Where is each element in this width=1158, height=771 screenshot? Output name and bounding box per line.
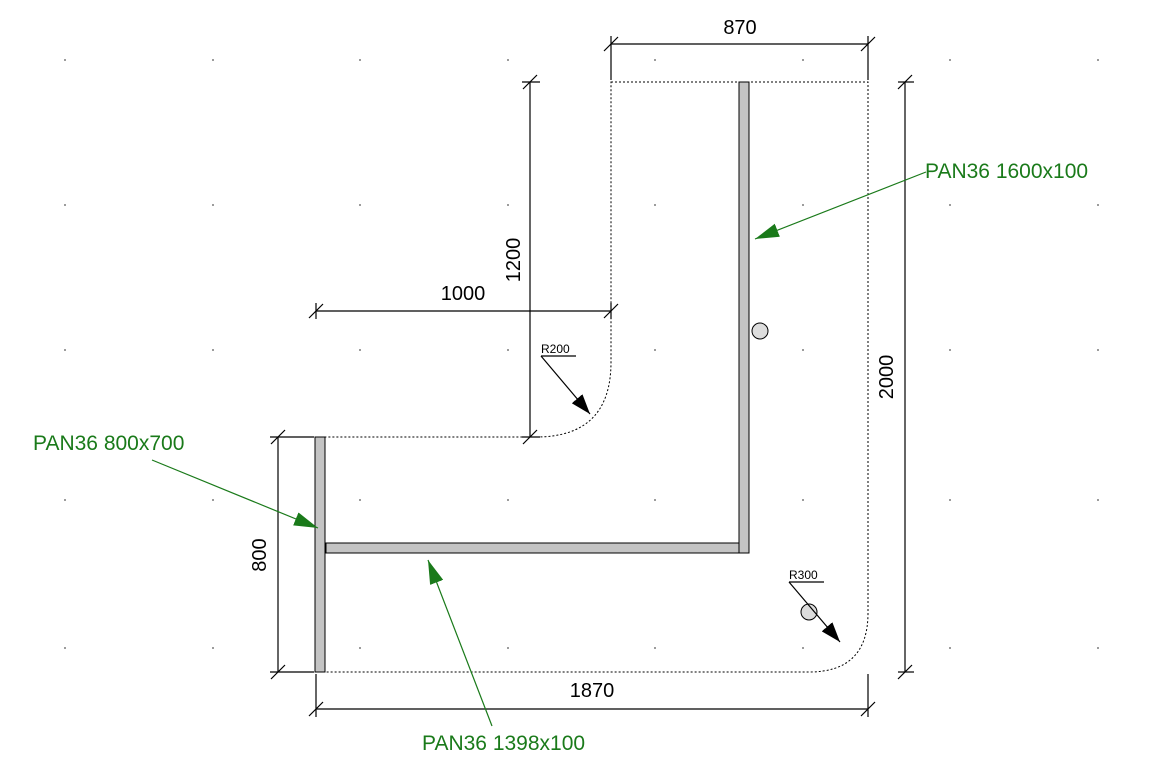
panel-left-end bbox=[314, 436, 326, 673]
grid-dot bbox=[654, 499, 656, 501]
grid-dot bbox=[507, 59, 509, 61]
radius-inner-callout: R200 bbox=[540, 342, 591, 415]
grid-dot bbox=[654, 349, 656, 351]
desk-outline bbox=[315, 81, 869, 673]
grid-dot bbox=[359, 349, 361, 351]
grid-dot bbox=[64, 59, 66, 61]
grid-dot bbox=[212, 349, 214, 351]
grid-dot bbox=[802, 59, 804, 61]
radius-outer-callout: R300 bbox=[788, 568, 841, 643]
label-panel-left-end: PAN36 800x700 bbox=[33, 432, 319, 529]
dimension-bottom-width: 1870 bbox=[308, 674, 876, 717]
grid-dot bbox=[802, 499, 804, 501]
grid-dot bbox=[949, 59, 951, 61]
grid-dot bbox=[949, 647, 951, 649]
grid-dot bbox=[64, 204, 66, 206]
dimension-top-width: 870 bbox=[603, 17, 876, 80]
grid-dot bbox=[212, 59, 214, 61]
dimension-upper-height-label: 1200 bbox=[503, 238, 525, 283]
dimension-left-height: 800 bbox=[249, 429, 314, 680]
grid-dot bbox=[949, 349, 951, 351]
background-grid bbox=[64, 59, 1099, 649]
grid-dot bbox=[212, 647, 214, 649]
grid-dot bbox=[64, 349, 66, 351]
grid-dot bbox=[1097, 647, 1099, 649]
panel-vertical-right bbox=[738, 81, 750, 554]
panel-horizontal bbox=[325, 542, 740, 554]
dimension-total-height: 2000 bbox=[876, 74, 914, 680]
dimension-left-height-label: 800 bbox=[249, 538, 271, 571]
grommet-lower bbox=[800, 603, 818, 621]
label-panel-horizontal-text: PAN36 1398x100 bbox=[422, 732, 585, 755]
grid-dot bbox=[507, 349, 509, 351]
grid-dot bbox=[507, 647, 509, 649]
grid-dot bbox=[654, 647, 656, 649]
grid-dot bbox=[1097, 204, 1099, 206]
label-panel-horizontal: PAN36 1398x100 bbox=[422, 559, 585, 755]
dimension-bottom-width-label: 1870 bbox=[570, 680, 615, 702]
grid-dot bbox=[359, 204, 361, 206]
grid-dot bbox=[359, 499, 361, 501]
grid-dot bbox=[1097, 59, 1099, 61]
grid-dot bbox=[802, 349, 804, 351]
grid-dot bbox=[64, 499, 66, 501]
grid-dot bbox=[359, 647, 361, 649]
grid-dot bbox=[802, 204, 804, 206]
grid-dot bbox=[359, 59, 361, 61]
radius-outer-label: R300 bbox=[789, 568, 818, 582]
grid-dot bbox=[654, 204, 656, 206]
grid-dot bbox=[212, 204, 214, 206]
dimension-upper-height: 1200 bbox=[503, 74, 540, 445]
grid-dot bbox=[507, 499, 509, 501]
grid-dot bbox=[949, 499, 951, 501]
label-panel-vertical-right: PAN36 1600x100 bbox=[754, 160, 1088, 240]
grid-dot bbox=[1097, 349, 1099, 351]
grommet-upper bbox=[751, 322, 769, 340]
radius-inner-label: R200 bbox=[541, 342, 570, 356]
grid-dot bbox=[212, 499, 214, 501]
grid-dot bbox=[654, 59, 656, 61]
dimension-left-width-label: 1000 bbox=[441, 283, 486, 305]
dimension-top-width-label: 870 bbox=[723, 17, 756, 39]
grid-dot bbox=[64, 647, 66, 649]
label-panel-vertical-right-text: PAN36 1600x100 bbox=[925, 160, 1088, 183]
grid-dot bbox=[1097, 499, 1099, 501]
grid-dot bbox=[507, 204, 509, 206]
grid-dot bbox=[802, 647, 804, 649]
grid-dot bbox=[949, 204, 951, 206]
label-panel-left-end-text: PAN36 800x700 bbox=[33, 432, 184, 455]
dimension-left-width: 1000 bbox=[308, 283, 619, 319]
dimension-total-height-label: 2000 bbox=[876, 355, 898, 400]
